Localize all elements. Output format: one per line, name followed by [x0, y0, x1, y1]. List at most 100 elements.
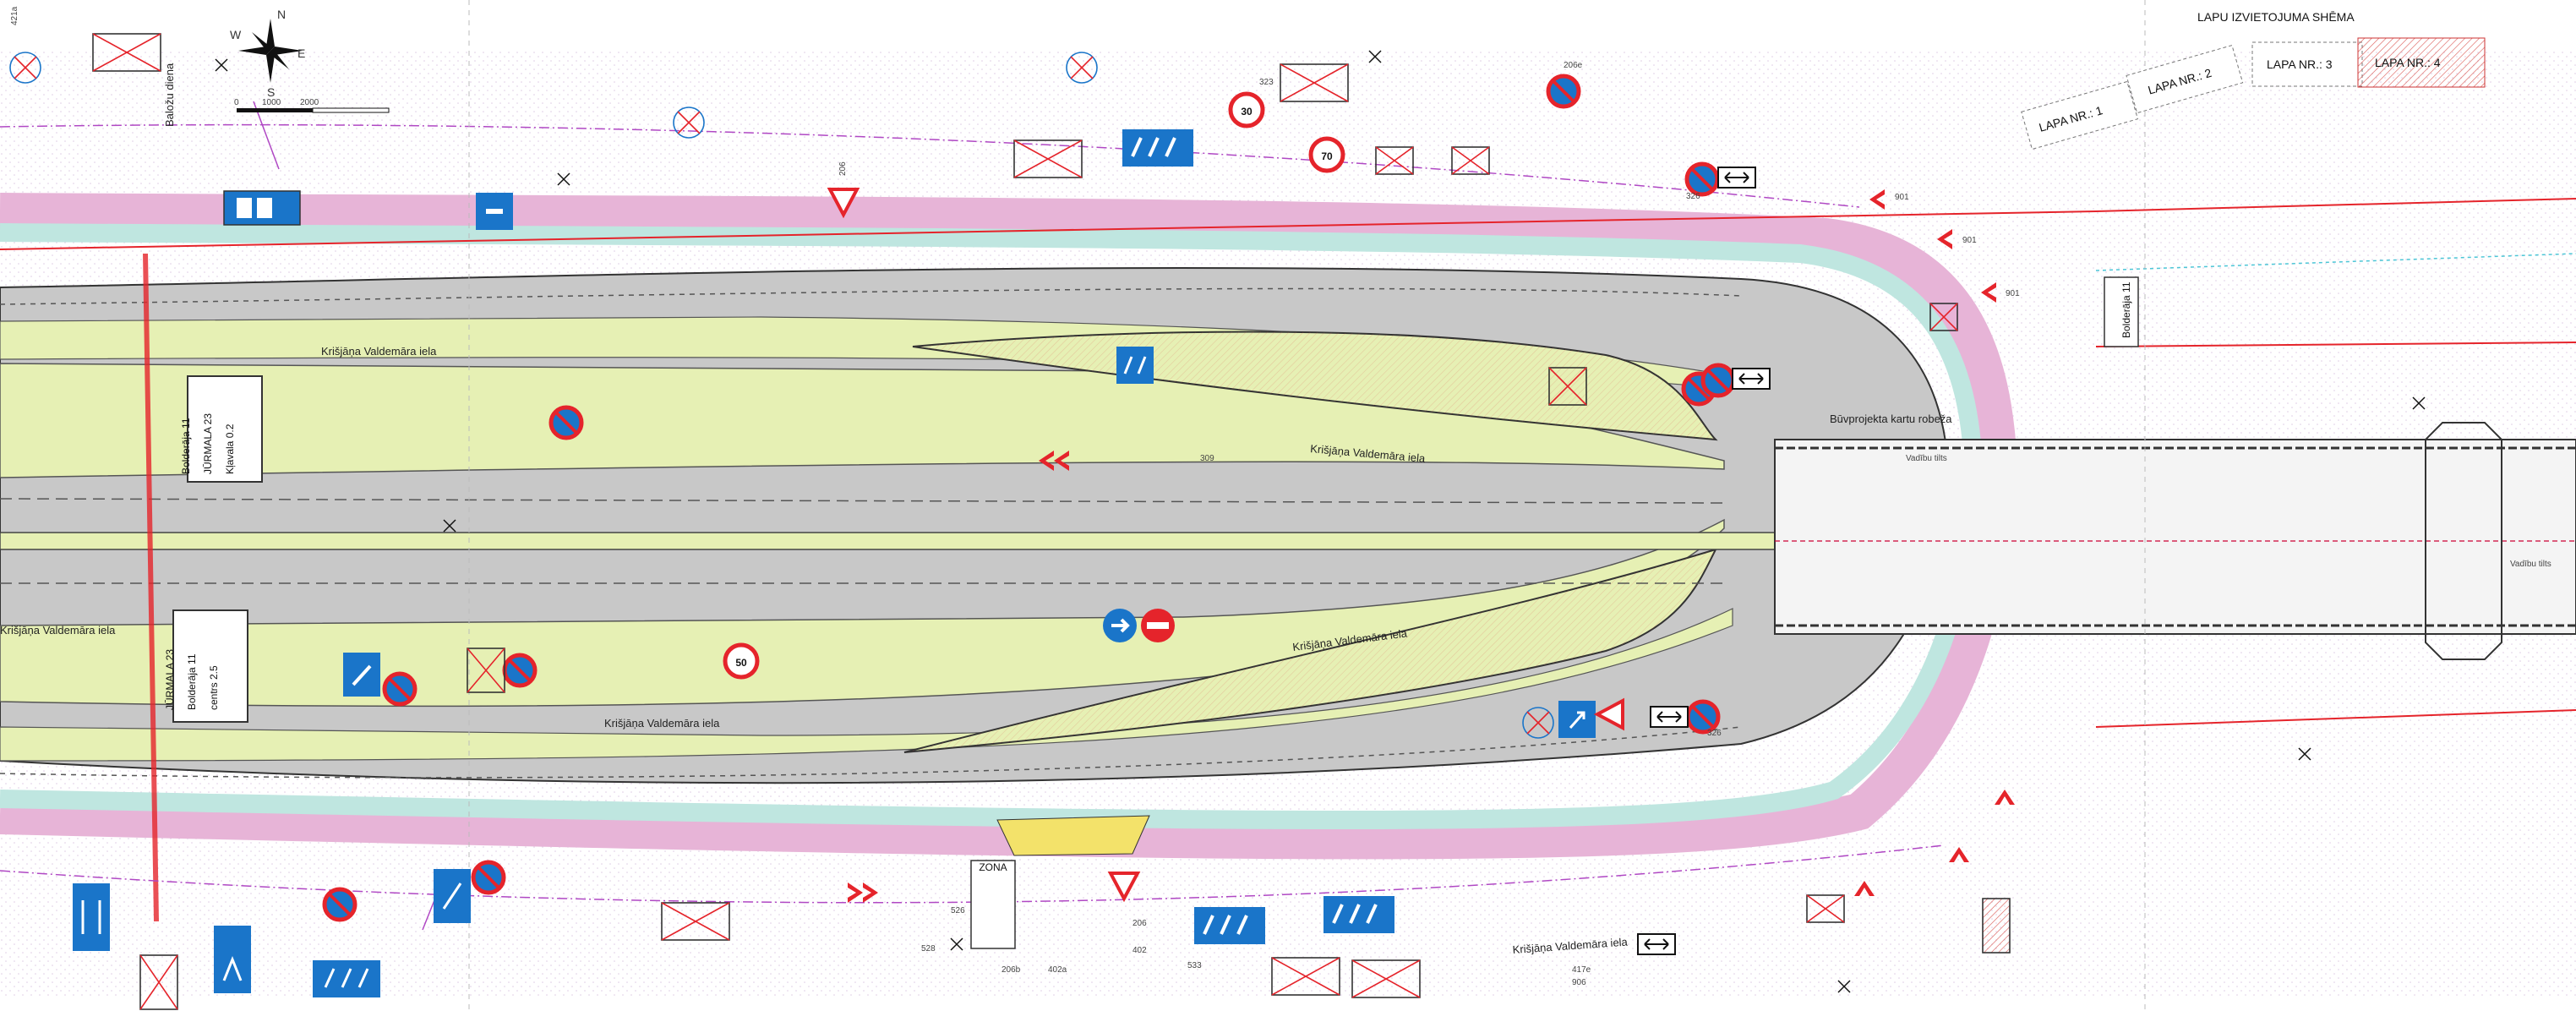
direction-sign-upper: Bolderāja 11 JŪRMALA 23 Kļavala 0.2 — [180, 375, 263, 483]
scale-tick-0: 0 — [234, 98, 239, 107]
chevron-sign-icon — [1869, 189, 1885, 210]
lower-island-hatching — [904, 549, 1716, 752]
no-parking-sign-icon — [502, 653, 538, 688]
removed-sign-icon — [9, 52, 41, 84]
removed-sign-icon — [92, 33, 161, 72]
removed-sign-icon — [1982, 898, 2011, 954]
speed-limit-1: 30 — [1241, 106, 1253, 117]
pedestrian-crossing-sign-icon — [1116, 347, 1154, 384]
no-parking-sign-icon — [1700, 363, 1736, 398]
removed-signs — [9, 33, 2011, 1010]
pedestrian-crossing-signs — [73, 129, 1596, 997]
sheet-4-label: LAPA NR.: 4 — [2375, 56, 2441, 69]
arrow-plates — [1637, 167, 1771, 955]
sign-code: 309 — [1200, 454, 1214, 463]
removed-sign-icon — [1548, 367, 1587, 406]
removed-sign-icon — [1351, 959, 1421, 998]
sign-code: 906 — [1572, 978, 1586, 987]
sign-code: 206e — [1564, 61, 1583, 70]
compass-n: N — [277, 8, 286, 21]
sign-code: 206 — [1132, 919, 1147, 928]
red-boundary-lines — [0, 198, 2576, 922]
speed-limit-sign-icon: 50 — [723, 642, 760, 680]
sign-code: 901 — [2006, 289, 2020, 298]
pedestrian-crossing-sign-icon — [1323, 896, 1394, 933]
chevron-sign-icon — [1937, 229, 1952, 249]
chevron-sign-icon — [1981, 282, 1996, 303]
double-arrow-plate-icon — [1650, 706, 1689, 728]
survey-crosshairs — [215, 50, 2426, 993]
bridge-project-boundary-label: Būvprojekta kartu robeža — [1830, 413, 1952, 425]
give-way-sign-icon — [1593, 697, 1624, 731]
side-street-label: Baložu diena — [163, 63, 176, 127]
removed-sign-icon — [139, 954, 178, 1010]
speed-limit-3: 50 — [735, 657, 747, 669]
no-parking-sign-icon — [382, 671, 418, 707]
sign-code: 526 — [951, 906, 965, 915]
street-label-left-mid: Krišjāņa Valdemāra iela — [0, 624, 116, 637]
removed-sign-icon — [1522, 707, 1554, 739]
info-sign-icon — [476, 193, 513, 230]
dir-lower-3: centrs 2.5 — [208, 665, 220, 710]
direction-arrow-sign-icon — [1103, 609, 1137, 642]
dir-upper-1: Bolderāja 11 — [180, 418, 192, 474]
zone-sign: ZONA — [970, 860, 1016, 949]
no-parking-sign-icon — [1546, 74, 1581, 109]
double-arrow-plate-icon — [1732, 368, 1771, 390]
compass-s: S — [267, 85, 275, 99]
sign-code: 206b — [1001, 965, 1021, 975]
speed-limit-sign-icon: 70 — [1308, 136, 1345, 173]
no-entry-sign-icon — [1141, 609, 1175, 642]
utility-line — [2095, 253, 2576, 271]
sign-code: 402 — [1132, 946, 1147, 955]
north-arrow: N S E W — [230, 8, 305, 99]
street-label-bottom: Krišjāņa Valdemāra iela — [604, 717, 720, 730]
dir-lower-2: Bolderāja 11 — [186, 653, 198, 710]
bridge-deck — [1774, 422, 2576, 660]
speed-limit-sign-icon: 30 — [1228, 91, 1265, 128]
pedestrian-crossing-sign-icon — [1194, 907, 1265, 944]
cyclist-sign-icon — [343, 653, 380, 697]
chevron-sign-icon — [1995, 790, 2015, 805]
chevron-sign-icon — [848, 883, 878, 903]
bridge-label-2: Vadību tilts — [2510, 560, 2551, 569]
sign-code: 533 — [1187, 961, 1202, 970]
removed-sign-icon — [1066, 52, 1098, 84]
removed-sign-icon — [1451, 146, 1490, 175]
chevron-sign-icon — [1949, 847, 1969, 862]
direction-sign-lower: JŪRMALA 23 Bolderāja 11 centrs 2.5 — [164, 609, 248, 723]
sign-code: 417e — [1572, 965, 1591, 975]
no-parking-sign-icon — [548, 405, 584, 440]
sign-code: 326 — [1686, 192, 1700, 201]
removed-sign-icon — [467, 648, 505, 693]
pedestrian-crossing-sign-icon — [313, 960, 380, 997]
sheet-boundaries — [468, 0, 2146, 1011]
lane-markings — [0, 287, 1742, 779]
compass-e: E — [297, 46, 305, 60]
sheet-layout-schema: LAPU IZVIETOJUMA SHĒMA LAPA NR.: 1 LAPA … — [2021, 10, 2486, 150]
upper-island-hatching — [913, 331, 1716, 440]
direction-sign-right: Bolderāja 11 — [2104, 276, 2139, 347]
removed-sign-icon — [1929, 303, 1958, 331]
sign-code: 323 — [1259, 78, 1274, 87]
central-median — [0, 532, 1776, 550]
crosswalk-paving — [996, 815, 1150, 856]
dir-lower-1: JŪRMALA 23 — [164, 649, 176, 710]
removed-sign-icon — [1271, 957, 1340, 996]
scale-tick-1: 1000 — [262, 98, 281, 107]
speed-limit-signs: 30 70 50 10 10 — [723, 91, 1345, 947]
bus-stop-sign-icon — [223, 190, 301, 226]
active-sheet-box — [2357, 37, 2486, 88]
no-parking-sign-icon — [322, 887, 357, 922]
street-label-top: Krišjāņa Valdemāra iela — [321, 345, 437, 358]
sign-code: 901 — [1962, 236, 1977, 245]
zone-label: ZONA — [979, 861, 1007, 873]
sign-code: 206 — [838, 161, 848, 176]
removed-sign-icon — [1280, 63, 1349, 102]
removed-sign-icon — [1806, 894, 1845, 923]
double-arrow-plate-icon — [1637, 933, 1676, 955]
pedestrian-crossing-sign-icon — [214, 926, 251, 993]
dir-upper-3: Kļavala 0.2 — [224, 424, 236, 474]
chevron-sign-icon — [1854, 881, 1875, 896]
